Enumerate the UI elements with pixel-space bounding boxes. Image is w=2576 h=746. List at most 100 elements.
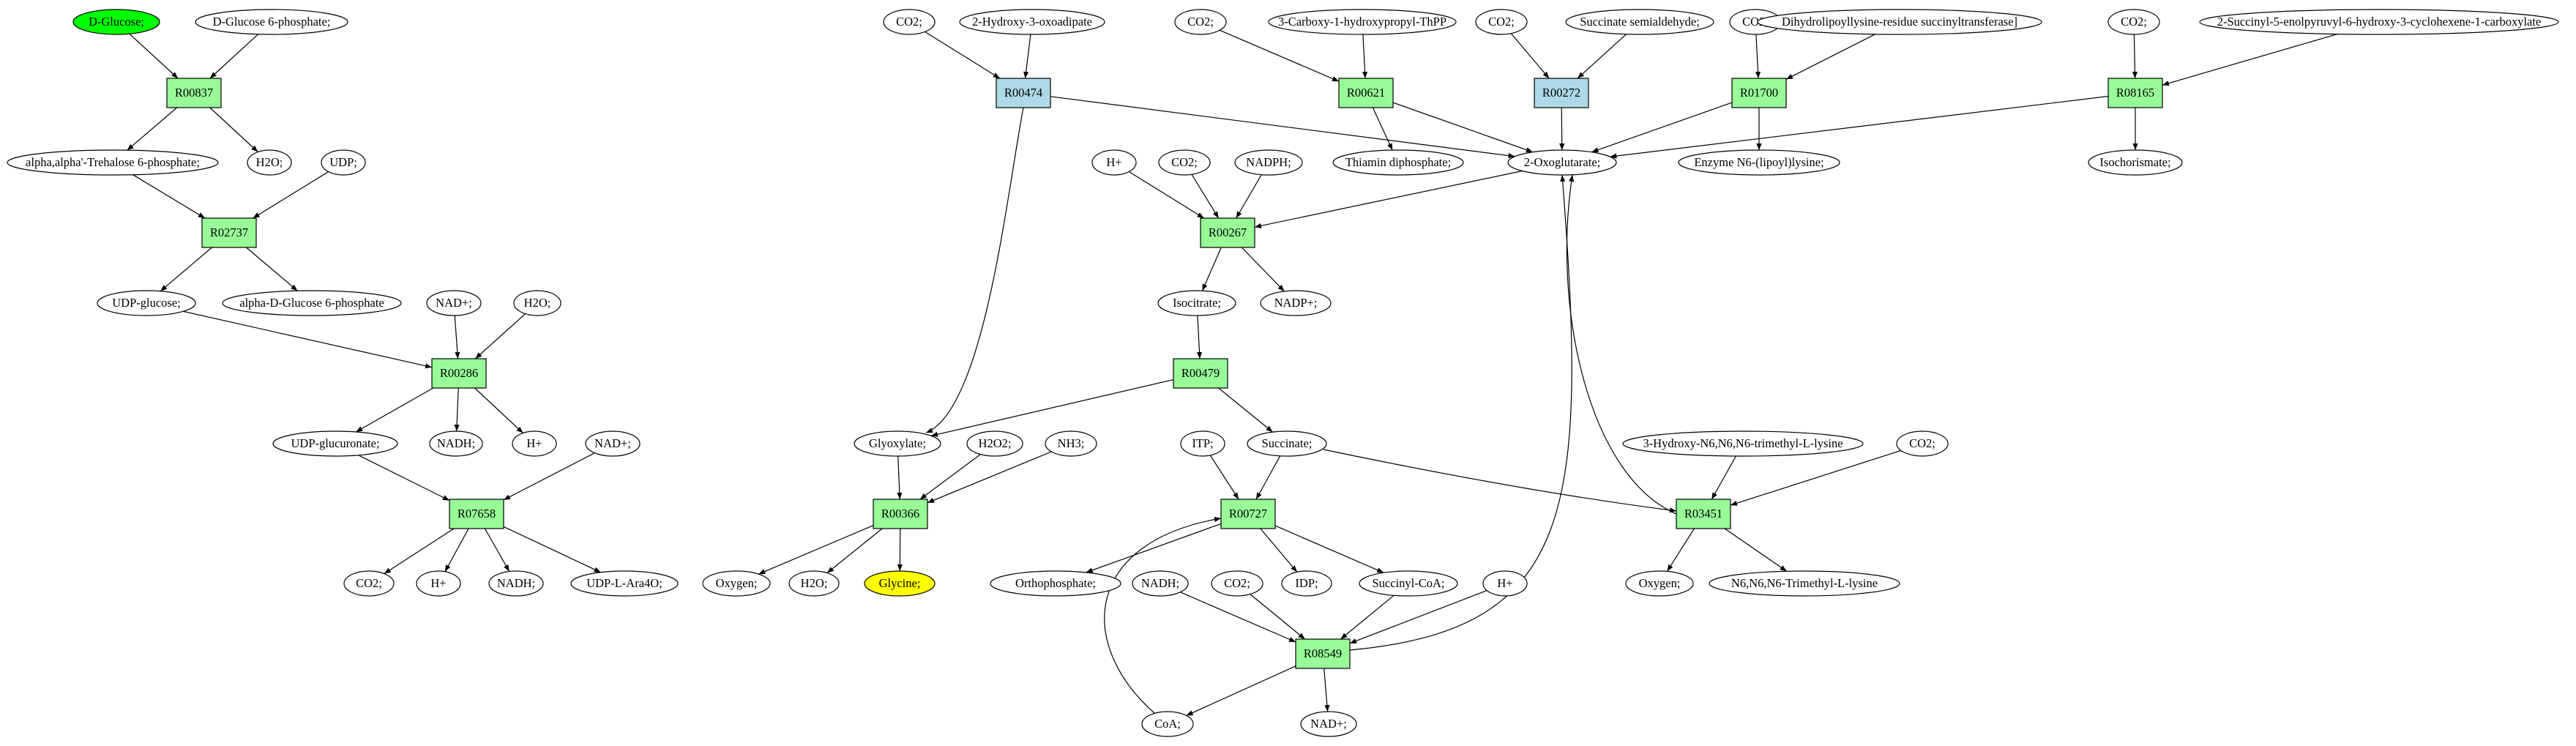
compound-node-udp-glucuronate[interactable]: UDP-glucuronate;	[272, 430, 398, 457]
compound-ellipse	[959, 9, 1105, 35]
compound-node-h2o2[interactable]: H2O2;	[966, 430, 1023, 457]
edge-co2_2-to-r00474	[925, 31, 1001, 79]
compound-ellipse	[1482, 570, 1528, 597]
reaction-box	[1295, 638, 1351, 669]
compound-node-oxygen-1[interactable]: Oxygen;	[702, 570, 771, 597]
node-label: Succinyl-CoA;	[1373, 576, 1445, 590]
compound-node-co2-7[interactable]: CO2;	[1158, 149, 1211, 176]
compound-node-udp-glucose[interactable]: UDP-glucose;	[97, 290, 196, 316]
compound-ellipse	[513, 290, 561, 316]
compound-node-nadh-2[interactable]: NADH;	[488, 570, 544, 597]
compound-node-oxoglutarate[interactable]: 2-Oxoglutarate;	[1507, 149, 1617, 176]
compound-node-nadph[interactable]: NADPH;	[1234, 149, 1303, 176]
compound-node-hplus-1[interactable]: H+	[512, 430, 557, 457]
edge-r00267-to-isocitrate	[1201, 247, 1222, 291]
node-label: Glyoxylate;	[869, 436, 926, 450]
reaction-node-r00727[interactable]: R00727	[1220, 499, 1276, 529]
compound-node-nadp-plus[interactable]: NADP+;	[1260, 290, 1332, 316]
compound-node-thiamin-dp[interactable]: Thiamin diphosphate;	[1332, 149, 1464, 176]
compound-ellipse	[570, 570, 679, 597]
reaction-node-r01700[interactable]: R01700	[1731, 78, 1787, 108]
reaction-box	[996, 78, 1051, 108]
node-label: NAD+;	[1310, 717, 1347, 731]
compound-node-trimethyl-hydroxy[interactable]: 3-Hydroxy-N6,N6,N6-trimethyl-L-lysine	[1622, 430, 1864, 457]
compound-node-carboxy-thpp[interactable]: 3-Carboxy-1-hydroxypropyl-ThPP	[1268, 9, 1457, 35]
compound-node-hydroxy-oxoadipate[interactable]: 2-Hydroxy-3-oxoadipate	[959, 9, 1105, 35]
reaction-node-r00267[interactable]: R00267	[1200, 217, 1255, 248]
reaction-node-r00837[interactable]: R00837	[166, 78, 222, 108]
reaction-node-r00479[interactable]: R00479	[1173, 358, 1228, 389]
compound-node-co2-2[interactable]: CO2;	[883, 9, 936, 35]
node-label: 3-Carboxy-1-hydroxypropyl-ThPP	[1278, 15, 1446, 29]
edge-nadh_3-to-r08549	[1180, 592, 1296, 643]
compound-node-coa[interactable]: CoA;	[1141, 711, 1194, 737]
edge-isocitrate-to-r00479	[1196, 315, 1203, 359]
reaction-node-r00272[interactable]: R00272	[1534, 78, 1589, 108]
compound-node-isochorismate[interactable]: Isochorismate;	[2088, 149, 2183, 176]
reaction-node-r00621[interactable]: R00621	[1338, 78, 1394, 108]
compound-node-nad-plus-3[interactable]: NAD+;	[1300, 711, 1357, 737]
compound-ellipse	[864, 570, 936, 597]
compound-node-h2o-3[interactable]: H2O;	[788, 570, 840, 597]
edge-hplus_3-to-r00267	[1128, 171, 1205, 219]
edge-udp_glucuronate-to-r07658	[358, 455, 450, 501]
compound-node-succinyl-enolpyruvyl[interactable]: 2-Succinyl-5-enolpyruvyl-6-hydroxy-3-cyc…	[2199, 9, 2559, 35]
compound-ellipse	[1475, 9, 1528, 35]
reaction-node-r03451[interactable]: R03451	[1676, 499, 1731, 529]
compound-ellipse	[788, 570, 840, 597]
compound-node-dihydrolipoyllysine[interactable]: Dihydrolipoyllysine-residue succinyltran…	[1757, 9, 2042, 35]
compound-node-succ-semialdehyde[interactable]: Succinate semialdehyde;	[1565, 9, 1714, 35]
compound-node-nadh-1[interactable]: NADH;	[429, 430, 483, 457]
reaction-node-r08165[interactable]: R08165	[2108, 78, 2163, 108]
compound-node-trehalose-6p[interactable]: alpha,alpha'-Trehalose 6-phosphate;	[7, 149, 219, 176]
compound-node-udp-l-ara4o[interactable]: UDP-L-Ara4O;	[570, 570, 679, 597]
edge-nadph-to-r00267	[1236, 174, 1262, 219]
compound-ellipse	[1174, 9, 1227, 35]
edge-nad_plus_2-to-r07658	[503, 452, 595, 501]
compound-node-glyoxylate[interactable]: Glyoxylate;	[854, 430, 941, 457]
reaction-node-r00286[interactable]: R00286	[431, 358, 487, 389]
compound-node-co2-6[interactable]: CO2;	[2108, 9, 2160, 35]
compound-node-oxygen-2[interactable]: Oxygen;	[1625, 570, 1694, 597]
compound-node-d-glucose-6p[interactable]: D-Glucose 6-phosphate;	[195, 9, 348, 35]
node-label: R00267	[1209, 225, 1247, 239]
compound-node-co2-3[interactable]: CO2;	[1174, 9, 1227, 35]
reaction-node-r08549[interactable]: R08549	[1295, 638, 1351, 669]
compound-node-d-glucose[interactable]: D-Glucose;	[72, 9, 160, 35]
compound-node-h2o-1[interactable]: H2O;	[247, 149, 292, 176]
reaction-node-r07658[interactable]: R07658	[449, 499, 504, 529]
compound-node-hplus-4[interactable]: H+	[1482, 570, 1528, 597]
compound-node-co2-9[interactable]: CO2;	[1896, 430, 1949, 457]
compound-node-nadh-3[interactable]: NADH;	[1132, 570, 1189, 597]
compound-ellipse	[1359, 570, 1458, 597]
compound-node-udp[interactable]: UDP;	[321, 149, 366, 176]
compound-node-orthophosphate[interactable]: Orthophosphate;	[990, 570, 1121, 597]
node-label: NAD+;	[594, 436, 631, 450]
compound-node-co2-4[interactable]: CO2;	[1475, 9, 1528, 35]
compound-node-hplus-3[interactable]: H+	[1091, 149, 1137, 176]
compound-node-hplus-2[interactable]: H+	[416, 570, 461, 597]
compound-node-succinate[interactable]: Succinate;	[1247, 430, 1327, 457]
compound-node-nad-plus-2[interactable]: NAD+;	[585, 430, 641, 457]
compound-ellipse	[1180, 430, 1225, 457]
node-label: H2O2;	[979, 436, 1012, 450]
compound-node-nh3[interactable]: NH3;	[1045, 430, 1097, 457]
compound-node-enzyme-lipoyl[interactable]: Enzyme N6-(lipoyl)lysine;	[1678, 149, 1840, 176]
compound-node-h2o-2[interactable]: H2O;	[513, 290, 561, 316]
compound-node-co2-1[interactable]: CO2;	[343, 570, 395, 597]
edge-r08165-to-oxoglutarate	[1610, 95, 2109, 159]
compound-node-isocitrate[interactable]: Isocitrate;	[1157, 290, 1236, 316]
compound-node-trimethyl-lysine[interactable]: N6,N6,N6-Trimethyl-L-lysine	[1709, 570, 1900, 597]
node-label: H+	[1106, 155, 1121, 169]
node-label: NADH;	[497, 576, 535, 590]
reaction-node-r02737[interactable]: R02737	[201, 217, 257, 248]
reaction-node-r00366[interactable]: R00366	[873, 499, 928, 529]
compound-node-itp[interactable]: ITP;	[1180, 430, 1225, 457]
reaction-node-r00474[interactable]: R00474	[996, 78, 1051, 108]
compound-node-co2-8[interactable]: CO2;	[1211, 570, 1263, 597]
compound-node-glycine[interactable]: Glycine;	[864, 570, 936, 597]
compound-node-alpha-d-glucose-6p[interactable]: alpha-D-Glucose 6-phosphate	[222, 290, 402, 316]
compound-node-succinyl-coa[interactable]: Succinyl-CoA;	[1359, 570, 1458, 597]
compound-node-idp[interactable]: IDP;	[1281, 570, 1332, 597]
compound-node-nadp-plus-1[interactable]: NAD+;	[426, 290, 482, 316]
